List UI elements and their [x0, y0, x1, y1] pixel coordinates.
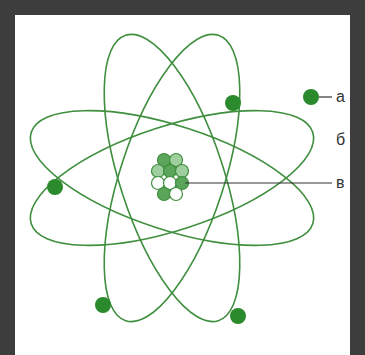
- electrons: [47, 89, 319, 324]
- nucleus: [152, 154, 189, 201]
- part-letter: б: [336, 131, 345, 149]
- leader-lines: [185, 97, 332, 183]
- part-letter: в: [336, 174, 345, 192]
- part-letter: а: [336, 88, 345, 106]
- electron-orbits: [15, 19, 329, 336]
- white-panel: [15, 15, 350, 355]
